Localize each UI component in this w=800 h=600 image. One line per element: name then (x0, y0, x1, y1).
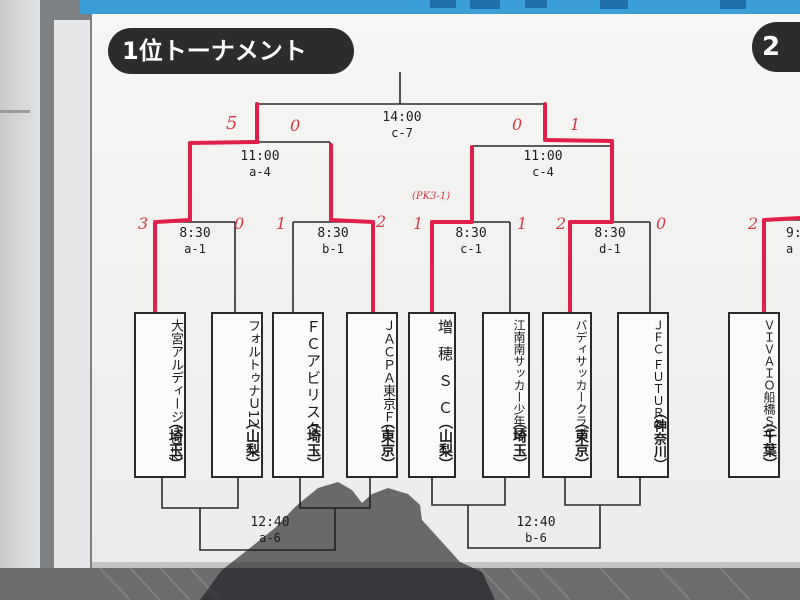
team-prefecture: （埼玉） (305, 415, 321, 471)
pk-shootout-note: (PK3-1) (412, 191, 451, 202)
score-qf3-right: 1 (517, 214, 528, 233)
next-bracket-title: 2 (752, 22, 800, 72)
qf4-time: 8:30 (594, 226, 626, 241)
team-prefecture: （山梨） (244, 415, 260, 471)
qf4-code: d-1 (599, 242, 621, 256)
score-qf4-left: 2 (556, 214, 567, 233)
semifinal-right-time: 11:00 (523, 149, 563, 164)
team-box: 大宮アルディージャU12 （埼玉） (134, 312, 186, 478)
qf3-code: c-1 (460, 242, 482, 256)
team-box: フォルトゥナＵ12 （山梨） (211, 312, 263, 478)
team-prefecture: （山梨） (437, 415, 453, 471)
mesh-fence (99, 567, 751, 600)
team-box: 増穂ＳＣ （山梨） (408, 312, 456, 478)
team-name: 大宮アルディージャU12 (168, 319, 183, 463)
team-box: バディサッカークラブ （東京） (542, 312, 592, 478)
left-panel-edge (0, 110, 30, 113)
team-name: フォルトゥナＵ12 (245, 319, 260, 427)
team-box: ＦＣアビリスタ （埼玉） (272, 312, 324, 478)
board (92, 0, 800, 565)
team-box: ＪＦＣ ＦＵＴＵＲＯ （神奈川） (617, 312, 669, 478)
score-qf3-left: 1 (413, 214, 424, 233)
score-qf2-left: 1 (276, 214, 287, 233)
team-prefecture: （東京） (573, 415, 589, 471)
team-name: 江南南サッカー少年団 (512, 319, 526, 439)
lower-left-code: a-6 (259, 531, 281, 545)
score-final-left: 5 (226, 113, 238, 134)
qf1-time: 8:30 (179, 226, 211, 241)
score-sf-right-left: 0 (512, 115, 523, 134)
team-name: ＪＦＣ ＦＵＴＵＲＯ (651, 319, 665, 431)
lower-right-time: 12:40 (516, 515, 556, 530)
partial-match-code: a (786, 242, 794, 256)
team-prefecture: （東京） (379, 415, 395, 471)
header-strip-lettering (430, 0, 746, 9)
score-qf1-left: 3 (138, 214, 149, 233)
team-name: ＶＩＶＡＩＯ船橋ＳＣ (762, 319, 776, 439)
qf2-code: b-1 (322, 242, 344, 256)
photographer-shadow (200, 482, 495, 600)
team-box: 江南南サッカー少年団 （埼玉） (482, 312, 530, 478)
score-final-right: 0 (290, 116, 301, 135)
team-box: ＪＡＣＰＡ東京ＦＣ （東京） (346, 312, 398, 478)
qf1-code: a-1 (184, 242, 206, 256)
team-prefecture: （千葉） (761, 415, 777, 471)
tournament-title: 1位トーナメント (108, 28, 354, 74)
team-name: ＦＣアビリスタ (304, 319, 322, 438)
lower-right-code: b-6 (525, 531, 547, 545)
score-qf2-right: 2 (376, 212, 387, 231)
semifinal-left-code: a-4 (249, 165, 271, 179)
lower-left-time: 12:40 (250, 515, 290, 530)
team-box: ＶＩＶＡＩＯ船橋ＳＣ （千葉） (728, 312, 780, 478)
score-sf-right-right: 1 (570, 115, 581, 134)
left-panel (0, 0, 46, 600)
final-time: 14:00 (382, 110, 422, 125)
team-prefecture: （埼玉） (167, 415, 183, 471)
score-qf1-right: 0 (234, 214, 245, 233)
team-prefecture: （埼玉） (511, 415, 527, 471)
qf2-time: 8:30 (317, 226, 349, 241)
team-name: ＪＡＣＰＡ東京ＦＣ (380, 319, 395, 436)
semifinal-right-code: c-4 (532, 165, 554, 179)
left-board-strip (54, 20, 90, 580)
qf3-time: 8:30 (455, 226, 487, 241)
final-code: c-7 (391, 126, 413, 140)
partial-match-time: 9: (786, 226, 800, 241)
team-name: バディサッカークラブ (574, 319, 588, 439)
team-prefecture: （神奈川） (651, 406, 666, 471)
score-partial-left: 2 (748, 214, 759, 233)
winner-highlight-lines (153, 102, 800, 314)
team-name: 増穂ＳＣ (436, 319, 454, 427)
semifinal-left-time: 11:00 (240, 149, 280, 164)
score-qf4-right: 0 (656, 214, 667, 233)
